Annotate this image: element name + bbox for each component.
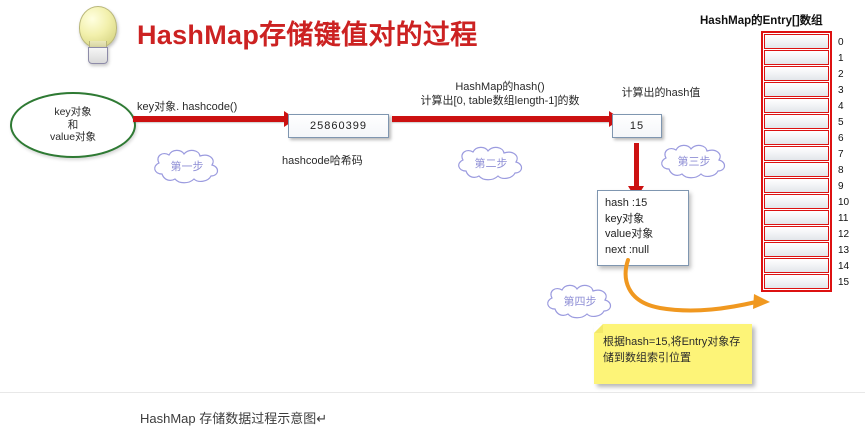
entry-array-title: HashMap的Entry[]数组 xyxy=(700,15,823,27)
array-cell-12[interactable]: 12 xyxy=(764,226,849,241)
array-cell-11[interactable]: 11 xyxy=(764,210,848,225)
array-index-label: 0 xyxy=(838,37,844,48)
step-cloud-4-label: 第四步 xyxy=(563,296,597,308)
array-index-label: 13 xyxy=(838,245,850,256)
arrow-to-entry xyxy=(628,143,644,199)
array-index-label: 8 xyxy=(838,165,844,176)
array-cell-9[interactable]: 9 xyxy=(764,178,844,193)
entry-next-field: next :null xyxy=(605,243,650,256)
page-title: HashMap存储键值对的过程 xyxy=(137,20,478,50)
lightbulb-icon xyxy=(76,6,118,66)
entry-key-field: key对象 xyxy=(605,212,645,225)
array-cell-14[interactable]: 14 xyxy=(764,258,849,273)
array-index-label: 10 xyxy=(838,197,850,208)
step-cloud-1: 第一步 xyxy=(148,146,226,186)
hash-function-label-line1: HashMap的hash() xyxy=(455,81,545,93)
array-cell-15[interactable]: 15 xyxy=(764,274,849,289)
array-index-label: 4 xyxy=(838,101,844,112)
array-cell-8[interactable]: 8 xyxy=(764,162,844,177)
entry-object-box: hash :15 key对象 value对象 next :null xyxy=(597,190,689,266)
ellipse-line-value: value对象 xyxy=(49,131,97,144)
arrow-hash-function xyxy=(392,111,621,127)
ellipse-line-and: 和 xyxy=(67,118,79,131)
cloud-shape-icon xyxy=(458,146,523,181)
lightbulb-base xyxy=(88,47,108,64)
cloud-shape-icon xyxy=(154,149,219,184)
key-value-source-ellipse: key对象 和 value对象 xyxy=(10,92,136,158)
step-cloud-3-label: 第三步 xyxy=(677,156,711,168)
array-cell-6[interactable]: 6 xyxy=(764,130,844,145)
array-cell-5[interactable]: 5 xyxy=(764,114,844,129)
step-cloud-1-label: 第一步 xyxy=(170,161,204,173)
hashcode-value-box: 25860399 xyxy=(288,114,389,138)
array-index-label: 3 xyxy=(838,85,844,96)
array-index-label: 1 xyxy=(838,53,844,64)
array-cell-4[interactable]: 4 xyxy=(764,98,844,113)
array-index-label: 12 xyxy=(838,229,850,240)
entry-value-field: value对象 xyxy=(605,228,654,241)
hash-function-arrow-label: HashMap的hash() 计算出[0, table数组length-1]的数 xyxy=(394,80,606,109)
step-cloud-3: 第三步 xyxy=(655,141,733,181)
array-index-label: 15 xyxy=(838,277,850,288)
ellipse-line-key: key对象 xyxy=(54,106,92,119)
array-cell-0[interactable]: 0 xyxy=(764,34,844,49)
hashcode-box-caption: hashcode哈希码 xyxy=(282,155,363,167)
cloud-shape-icon xyxy=(547,284,612,319)
hash-value-box: 15 xyxy=(612,114,662,138)
entry-hash-field: hash :15 xyxy=(605,197,648,209)
array-index-label: 6 xyxy=(838,133,844,144)
figure-caption: HashMap 存储数据过程示意图↵ xyxy=(140,411,328,426)
array-cell-13[interactable]: 13 xyxy=(764,242,849,257)
array-index-label: 11 xyxy=(838,213,849,224)
array-index-label: 5 xyxy=(838,117,844,128)
step-cloud-2: 第二步 xyxy=(452,143,530,183)
array-cell-10[interactable]: 10 xyxy=(764,194,849,209)
hash-function-label-line2: 计算出[0, table数组length-1]的数 xyxy=(420,95,580,108)
hashcode-arrow-label: key对象. hashcode() xyxy=(137,101,238,113)
lightbulb-neck xyxy=(89,41,107,50)
store-note: 根据hash=15,将Entry对象存储到数组索引位置 xyxy=(594,324,752,384)
array-index-label: 9 xyxy=(838,181,844,192)
array-cell-1[interactable]: 1 xyxy=(764,50,844,65)
arrow-store-into-array xyxy=(620,258,780,320)
array-cell-7[interactable]: 7 xyxy=(764,146,844,161)
note-fold-corner xyxy=(594,324,603,333)
diagram-canvas: HashMap存储键值对的过程 key对象 和 value对象 key对象. h… xyxy=(0,6,865,393)
arrow-hashcode xyxy=(133,111,296,127)
step-cloud-4: 第四步 xyxy=(541,281,619,321)
hash-value-label: 计算出的hash值 xyxy=(621,87,701,99)
cloud-shape-icon xyxy=(661,144,726,179)
array-cell-2[interactable]: 2 xyxy=(764,66,844,81)
store-note-text: 根据hash=15,将Entry对象存储到数组索引位置 xyxy=(603,336,741,364)
array-index-label: 2 xyxy=(838,69,844,80)
array-cell-3[interactable]: 3 xyxy=(764,82,844,97)
step-cloud-2-label: 第二步 xyxy=(474,158,508,170)
array-index-label: 14 xyxy=(838,261,850,272)
array-index-label: 7 xyxy=(838,149,844,160)
